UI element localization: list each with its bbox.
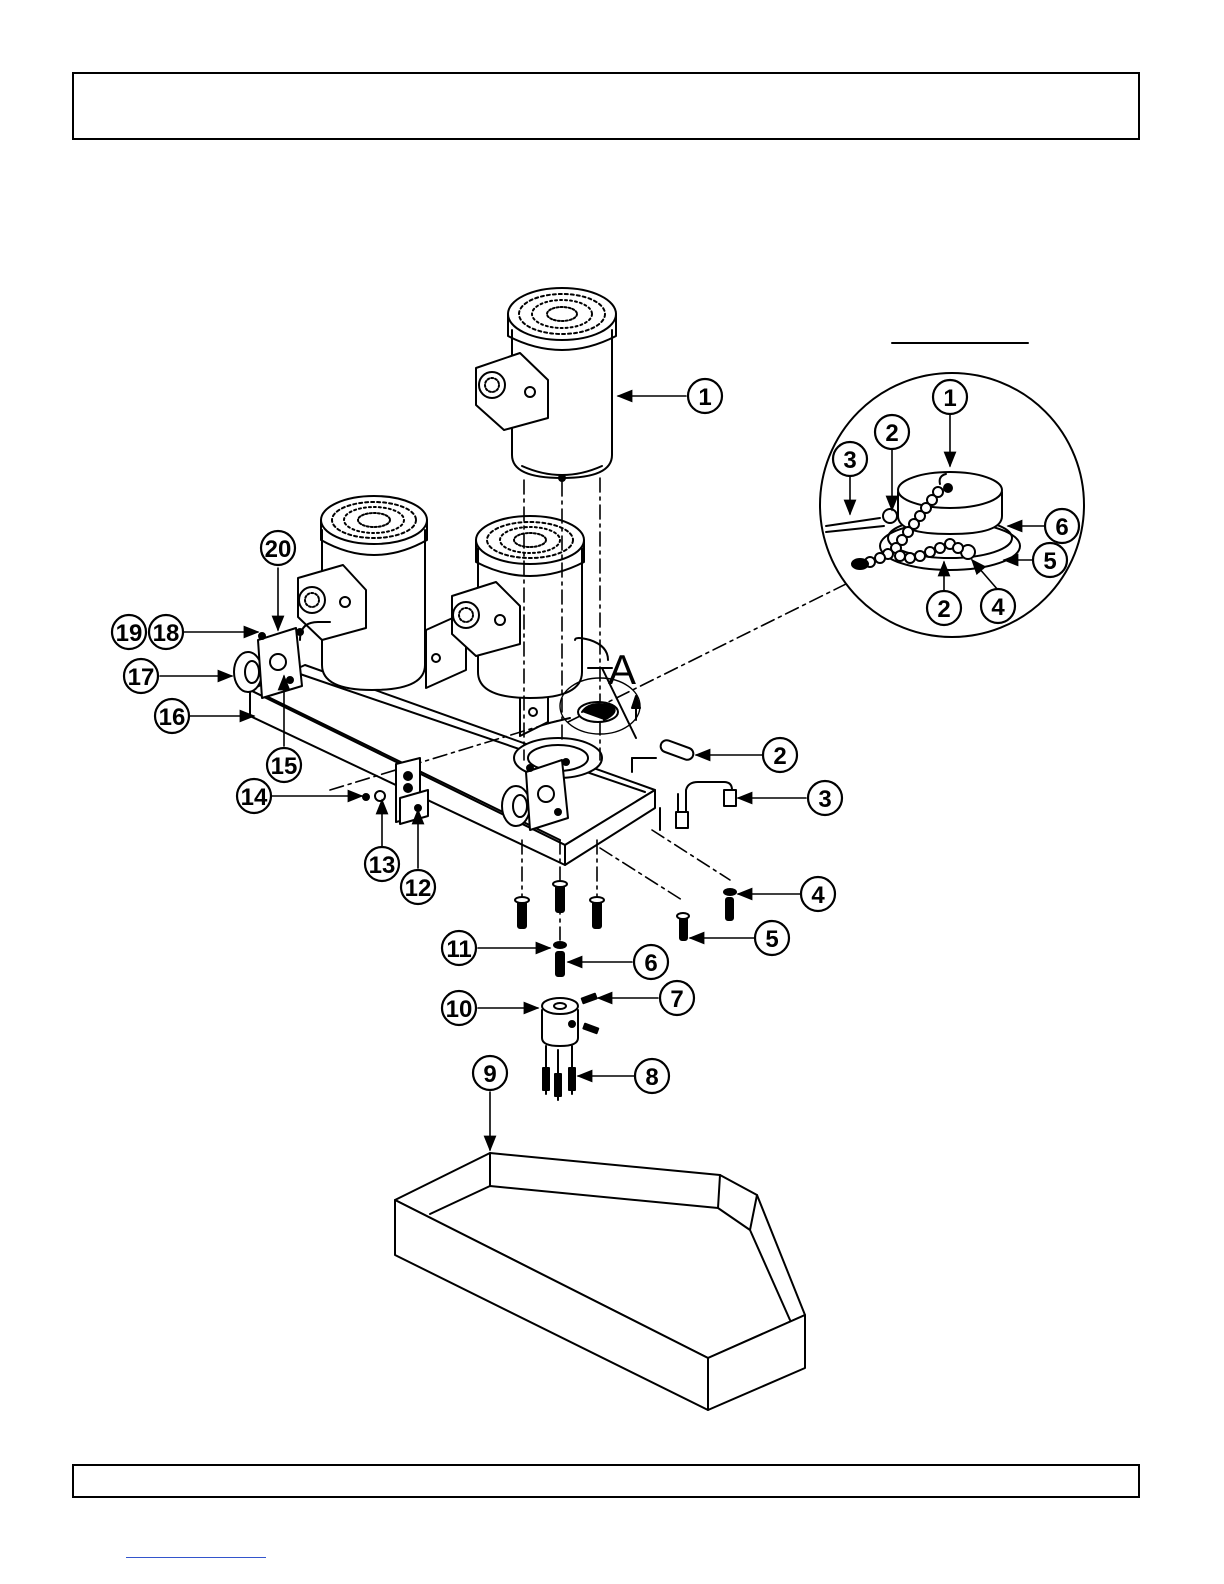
svg-text:5: 5: [765, 926, 778, 953]
callout-5: 5: [755, 921, 789, 955]
svg-text:16: 16: [159, 704, 186, 731]
callout-19: 19: [112, 615, 146, 649]
svg-text:14: 14: [241, 784, 268, 811]
motor-front-right: [452, 516, 584, 698]
svg-text:15: 15: [271, 753, 298, 780]
callout-20: 20: [261, 531, 295, 565]
svg-text:4: 4: [811, 882, 825, 909]
callout-4: 4: [801, 877, 835, 911]
detail-callout-3: 3: [833, 442, 867, 476]
detail-callout-6: 6: [1045, 509, 1079, 543]
cutting-unit: [545, 702, 618, 724]
svg-text:2: 2: [937, 596, 950, 623]
callout-14: 14: [237, 779, 271, 813]
callout-1: 1: [688, 379, 722, 413]
svg-text:10: 10: [446, 996, 473, 1023]
svg-text:1: 1: [943, 385, 956, 412]
svg-text:20: 20: [265, 536, 292, 563]
svg-text:6: 6: [644, 950, 657, 977]
detail-callout-5: 5: [1033, 543, 1067, 577]
svg-text:18: 18: [153, 620, 180, 647]
callout-11: 11: [442, 931, 476, 965]
callout-9: 9: [473, 1056, 507, 1090]
svg-text:7: 7: [670, 986, 683, 1013]
motor-back-left: [298, 496, 427, 690]
svg-text:6: 6: [1055, 514, 1068, 541]
svg-text:8: 8: [645, 1064, 658, 1091]
svg-text:4: 4: [991, 594, 1005, 621]
detail-callout-2-bottom: 2: [927, 591, 961, 625]
svg-text:11: 11: [446, 936, 471, 963]
callout-15: 15: [267, 748, 301, 782]
pin-part-2: [659, 739, 695, 762]
svg-text:3: 3: [818, 786, 831, 813]
motor-top: [476, 288, 616, 481]
callout-12: 12: [401, 870, 435, 904]
svg-text:5: 5: [1043, 548, 1056, 575]
callout-18: 18: [149, 615, 183, 649]
svg-text:13: 13: [369, 852, 396, 879]
callout-13: 13: [365, 847, 399, 881]
svg-text:2: 2: [773, 743, 786, 770]
svg-text:1: 1: [698, 384, 711, 411]
callout-10: 10: [442, 991, 476, 1025]
bottom-link-underline[interactable]: [126, 1557, 266, 1558]
detail-callout-1: 1: [933, 380, 967, 414]
svg-text:17: 17: [128, 664, 155, 691]
callout-6: 6: [634, 945, 668, 979]
drip-tray: [395, 1153, 805, 1410]
callout-8: 8: [635, 1059, 669, 1093]
callout-7: 7: [660, 981, 694, 1015]
svg-text:9: 9: [483, 1061, 496, 1088]
callout-2: 2: [763, 738, 797, 772]
detail-callout-4: 4: [981, 589, 1015, 623]
svg-text:2: 2: [885, 420, 898, 447]
footer-box: [72, 1464, 1140, 1498]
svg-text:19: 19: [116, 620, 143, 647]
svg-text:12: 12: [405, 875, 432, 902]
section-a-indicator: A: [588, 646, 640, 738]
section-a-letter: A: [608, 646, 636, 693]
svg-text:3: 3: [843, 447, 856, 474]
callout-16: 16: [155, 699, 189, 733]
callout-3: 3: [808, 781, 842, 815]
cutter-hub: [542, 994, 598, 1100]
detail-callout-2-top: 2: [875, 415, 909, 449]
callout-17: 17: [124, 659, 158, 693]
caster-left: [234, 628, 303, 698]
